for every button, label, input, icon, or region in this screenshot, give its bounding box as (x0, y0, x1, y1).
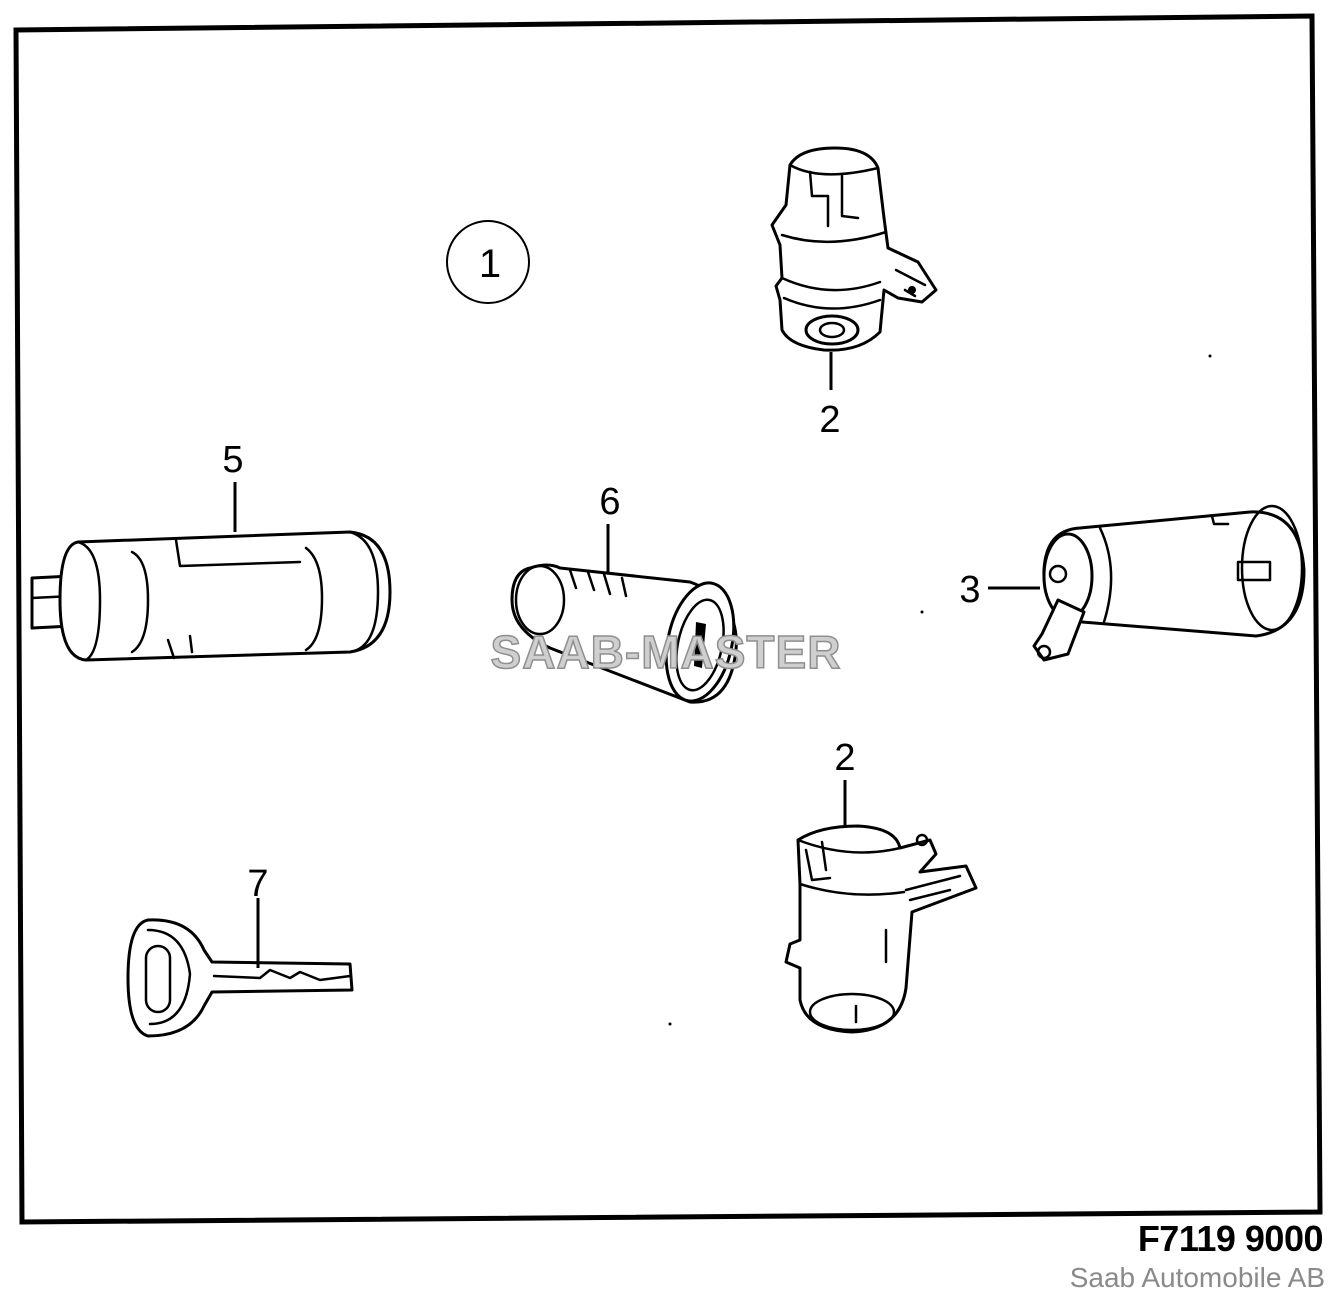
lock-cylinder-long-illustration (30, 530, 392, 662)
tailgate-lock-illustration (1032, 504, 1306, 662)
copyright-text: Saab Automobile AB (1069, 1262, 1325, 1293)
diagram-frame (13, 13, 1323, 1225)
reference-number: 1 (479, 242, 501, 286)
door-lock-bottom-illustration (784, 824, 978, 1034)
callout-key: 7 (247, 863, 268, 905)
callout-cylinder-long: 5 (222, 439, 243, 481)
key-illustration (126, 918, 354, 1038)
callout-lock-top: 2 (819, 399, 840, 441)
callout-lock-bottom: 2 (834, 737, 855, 779)
callout-cylinder-short: 6 (599, 481, 620, 523)
door-lock-top-illustration (770, 146, 938, 352)
lock-cylinder-short-illustration (510, 563, 738, 704)
watermark: SAAB-MASTER (491, 626, 842, 678)
reference-circle: 1 (446, 220, 530, 304)
callout-tailgate-lock: 3 (959, 569, 980, 611)
figure-code: F7119 9000 (1137, 1218, 1324, 1259)
